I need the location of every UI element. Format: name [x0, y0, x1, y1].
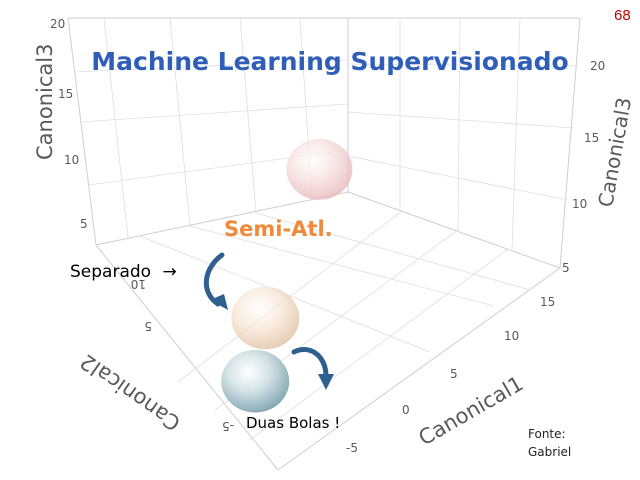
cluster-label: Semi-Atl.	[224, 217, 333, 241]
data-point	[221, 349, 290, 413]
y-tick: -5	[222, 419, 234, 433]
z-left-tick: 20	[50, 17, 65, 31]
z-left-tick: 15	[58, 87, 73, 101]
y-ticks: 10 5 -5	[131, 277, 234, 433]
source-label: Fonte:	[528, 427, 566, 441]
y-tick: 10	[131, 277, 146, 291]
page-number: 68	[614, 7, 631, 24]
source-author: Gabriel	[528, 445, 571, 459]
data-points	[221, 139, 353, 413]
x-tick: 0	[402, 403, 410, 417]
x-tick: -5	[346, 441, 358, 455]
curved-arrow-icon	[291, 347, 334, 390]
x-axis-title: Canonical1	[415, 371, 528, 450]
slide-title: Machine Learning Supervisionado	[91, 47, 568, 76]
z-left-tick: 10	[64, 153, 79, 167]
separado-label: Separado	[70, 262, 151, 282]
z-left-ticks: 20 15 10 5	[50, 17, 88, 231]
grid-lines	[73, 17, 579, 441]
y-axis-title: Canonical2	[76, 349, 185, 435]
z-right-tick: 15	[584, 131, 599, 145]
z-right-tick: 10	[572, 197, 587, 211]
plot-box	[67, 17, 581, 471]
data-point	[231, 286, 300, 350]
duas-bolas-annotation: Duas Bolas !	[246, 414, 340, 432]
z-right-axis-title: Canonical3	[593, 95, 636, 208]
z-right-tick: 20	[590, 59, 605, 73]
z-right-ticks: 20 15 10 5	[562, 59, 605, 275]
data-point	[286, 139, 353, 200]
x-tick: 10	[504, 329, 519, 343]
x-tick: 5	[450, 367, 458, 381]
right-arrow-icon: →	[162, 262, 176, 282]
y-tick: 5	[144, 319, 152, 333]
z-left-axis-title: Canonical3	[33, 44, 57, 160]
x-ticks: 15 10 5 0 -5	[346, 295, 555, 455]
z-right-tick: 5	[562, 261, 570, 275]
separado-annotation: Separado →	[70, 262, 177, 282]
curved-arrow-icon	[203, 252, 228, 310]
z-left-tick: 5	[80, 217, 88, 231]
x-tick: 15	[540, 295, 555, 309]
